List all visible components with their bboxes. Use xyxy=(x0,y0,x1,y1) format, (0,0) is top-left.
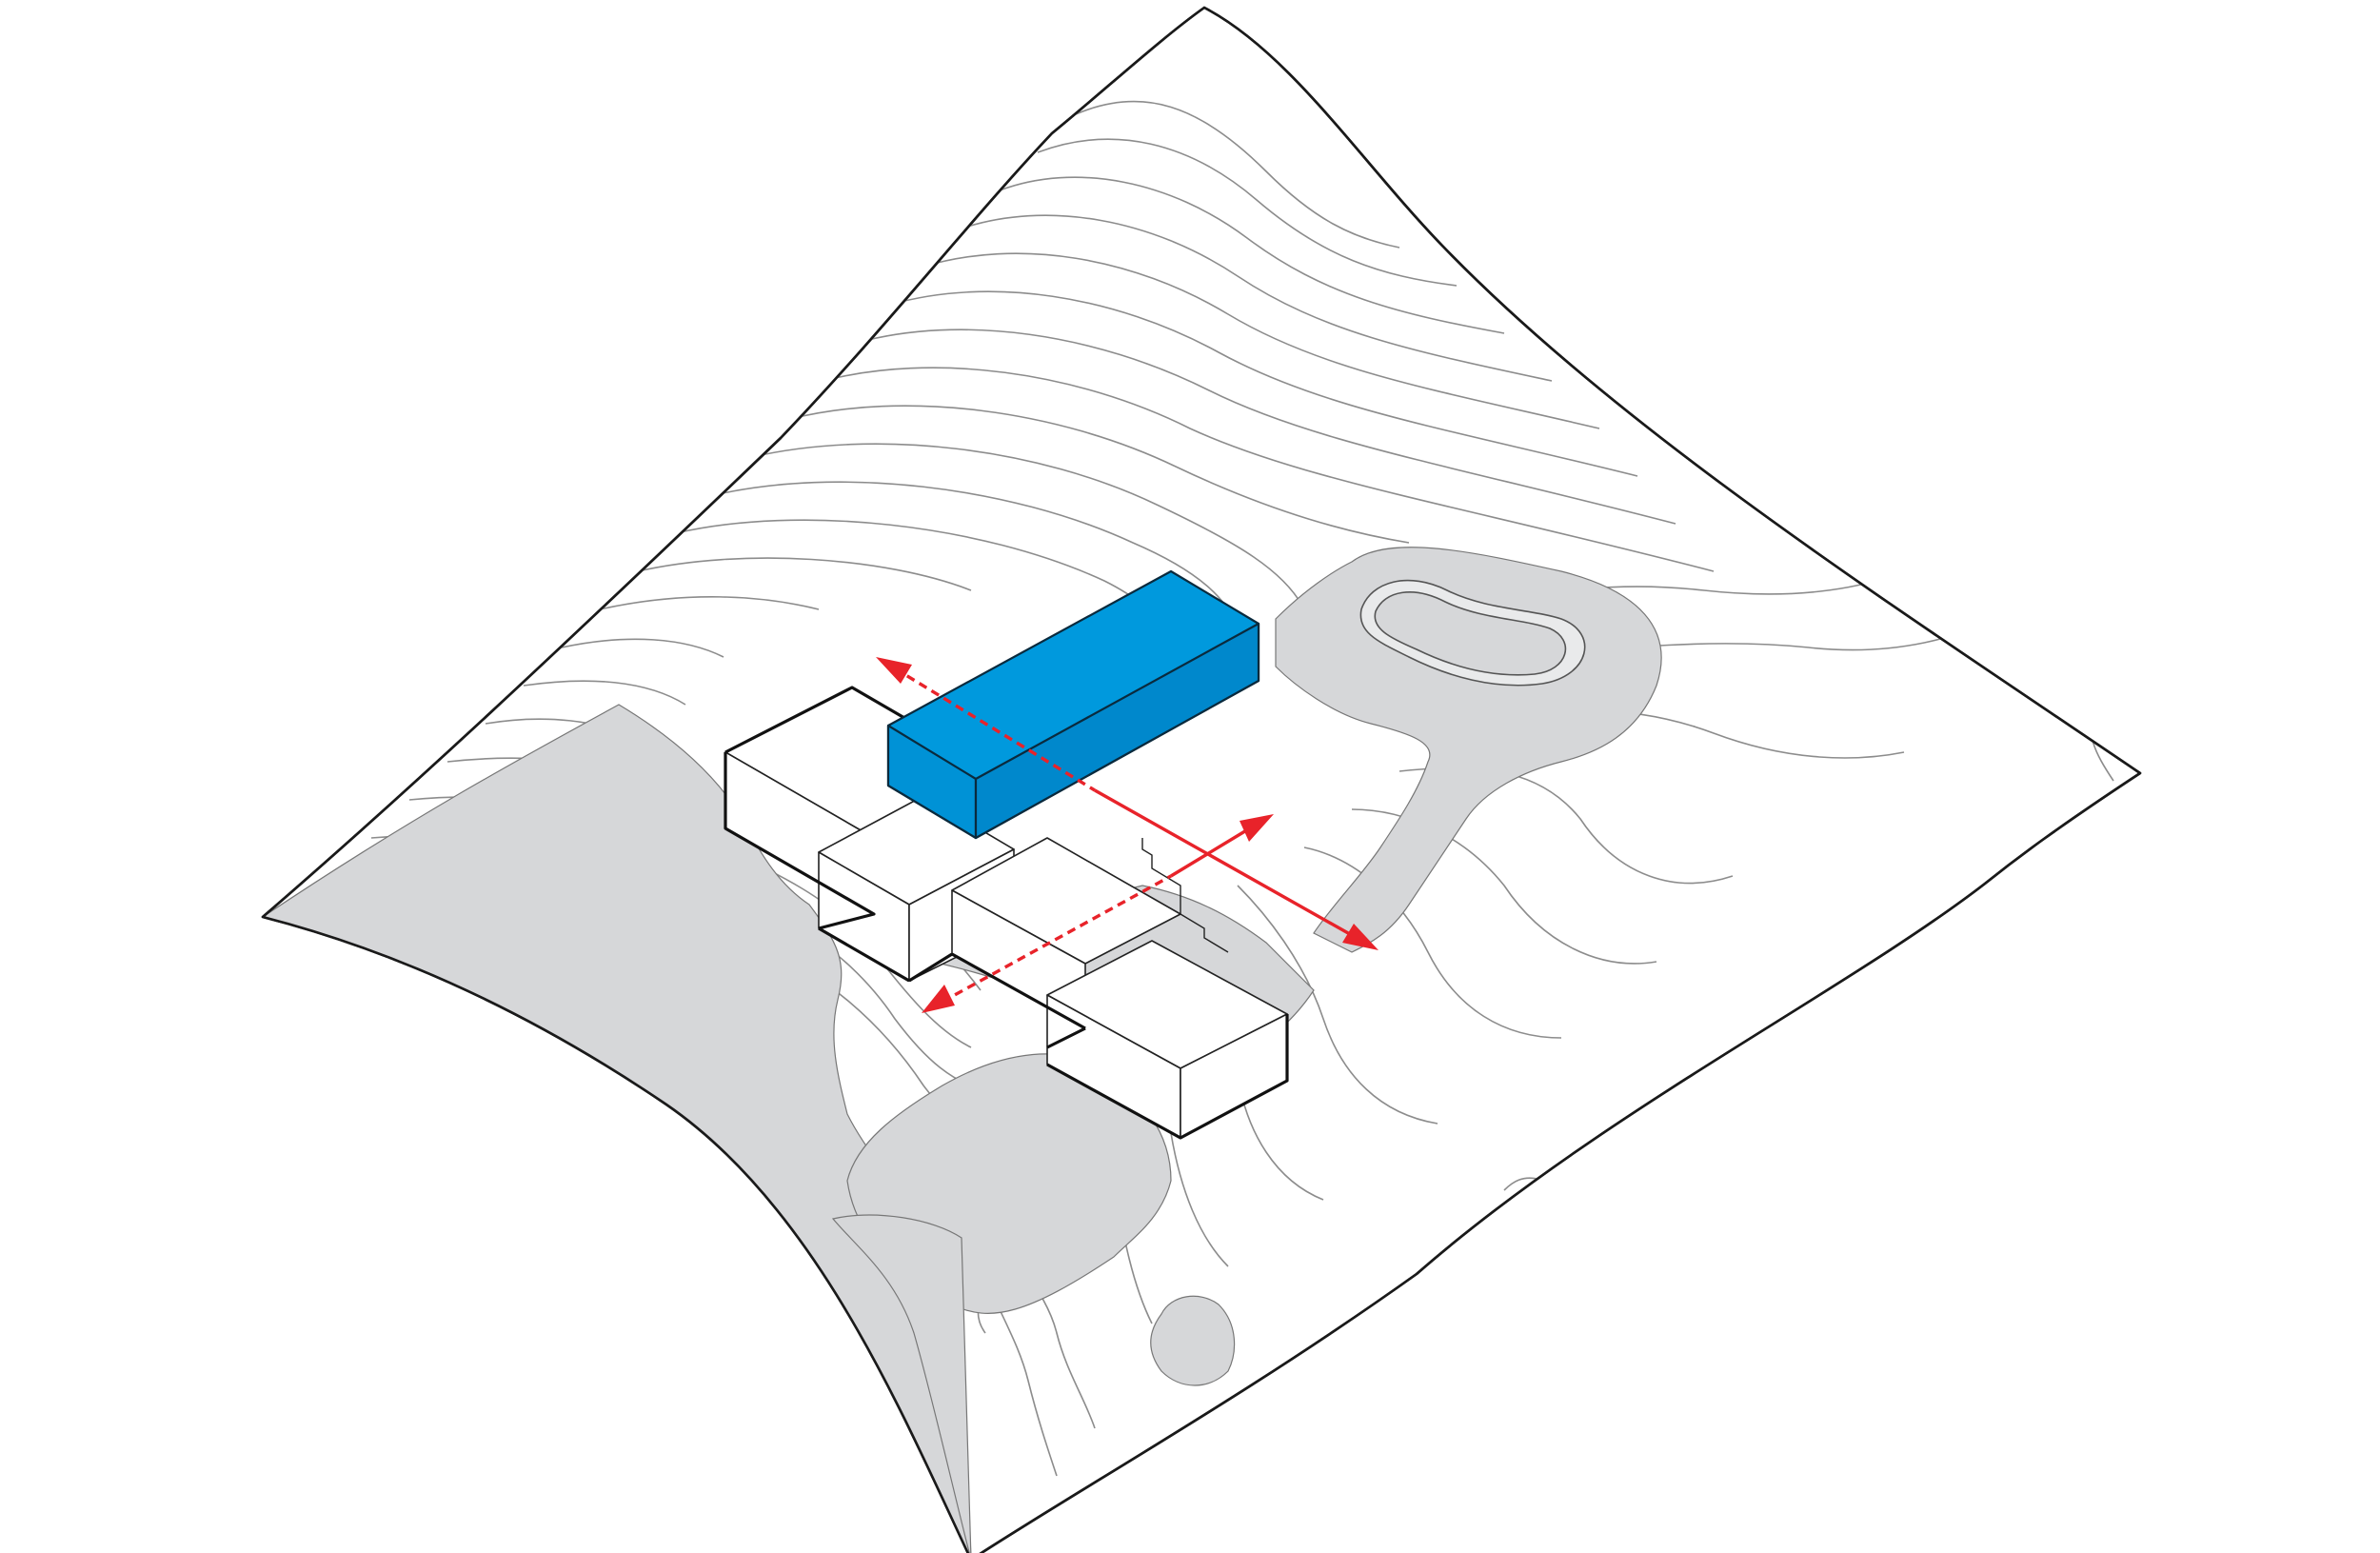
axis-1-dashed xyxy=(894,667,1096,792)
driveway-lane xyxy=(831,1214,972,1553)
axis-1-solid xyxy=(1094,788,1358,940)
pond xyxy=(1150,1295,1236,1386)
axis-1-head-end xyxy=(1342,924,1378,950)
highlight-volume xyxy=(886,569,1260,840)
axis-2-solid xyxy=(1170,825,1254,878)
axis-2-dashed xyxy=(942,874,1172,1004)
axis-1-head-start xyxy=(876,657,912,684)
view-arrows xyxy=(876,657,1378,1013)
blue-volume-right xyxy=(974,622,1260,840)
axis-2-head-start xyxy=(922,985,955,1013)
notch-edges xyxy=(1141,838,1181,914)
axis-2-head-end xyxy=(1240,814,1274,842)
site-boundary-edge xyxy=(261,6,2142,1553)
pool-water xyxy=(1374,591,1567,676)
